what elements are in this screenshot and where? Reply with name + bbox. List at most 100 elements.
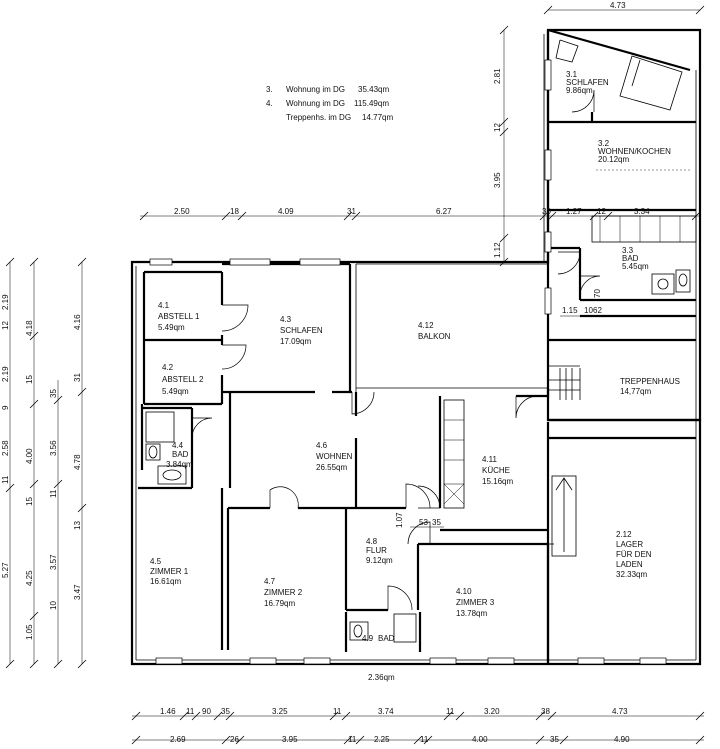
dim-bottom2-9: 4.90 <box>614 735 630 744</box>
summary-num-1: 3. <box>266 85 273 94</box>
room-4-2-number: 4.2 <box>162 363 174 372</box>
dim-bottom2-4: 11 <box>348 735 357 744</box>
dim-left3-2: 3.56 <box>49 440 58 456</box>
room-3-3-area: 5.45qm <box>622 262 649 271</box>
room-4-6-area: 26.55qm <box>316 463 347 472</box>
dim-bottom2-1: 2.69 <box>170 735 186 744</box>
dim-bottom2-6: 11 <box>420 735 429 744</box>
dim-bad-62: 62 <box>593 306 602 315</box>
dim-bottom1-3: 90 <box>202 707 211 716</box>
room-4-1-name: ABSTELL 1 <box>158 312 200 321</box>
room-4-6-name: WOHNEN <box>316 452 353 461</box>
room-4-10-number: 4.10 <box>456 587 472 596</box>
area-summary: 3. Wohnung im DG 35.43qm 4. Wohnung im D… <box>266 85 393 122</box>
dim-bottom2-5: 2.25 <box>374 735 390 744</box>
dim-bottom1-1: 1.46 <box>160 707 176 716</box>
room-4-9-number: 4.9 <box>362 634 374 643</box>
dim-vert-right-3: 3.95 <box>493 172 502 188</box>
room-4-7-number: 4.7 <box>264 577 276 586</box>
room-4-11-number: 4.11 <box>482 455 498 464</box>
dim-bad-115: 1.15 <box>562 306 578 315</box>
dim-bottom1-10: 38 <box>541 707 550 716</box>
room-4-9-name: BAD <box>378 634 395 643</box>
room-3-2-number: 3.2 <box>598 139 610 148</box>
dim-left2-1: 12 <box>1 321 10 330</box>
dim-left2b-3: 9 <box>1 405 10 410</box>
dim-left2-4: 4.00 <box>25 448 34 464</box>
room-4-2-area: 5.49qm <box>162 387 189 396</box>
room-4-5-name: ZIMMER 1 <box>150 567 189 576</box>
room-4-4-number: 4.4 <box>172 441 184 450</box>
dim-bottom2-8: 35 <box>550 735 559 744</box>
summary-label-2: Wohnung im DG <box>286 99 345 108</box>
room-3-2-area: 20.12qm <box>598 155 629 164</box>
room-4-8-number: 4.8 <box>366 537 378 546</box>
dim-left4-4: 13 <box>73 521 82 530</box>
room-4-12-name: BALKON <box>418 332 451 341</box>
doors <box>191 89 601 611</box>
dim-left4-2: 31 <box>73 373 82 382</box>
stairwell-name: TREPPENHAUS <box>620 377 680 386</box>
room-4-6-number: 4.6 <box>316 441 328 450</box>
dim-bottom2-3: 3.95 <box>282 735 298 744</box>
summary-value-3: 14.77qm <box>362 113 393 122</box>
dim-bottom1-7: 3.74 <box>378 707 394 716</box>
room-3-3-name: BAD <box>622 254 639 263</box>
dim-bottom1-9: 3.20 <box>484 707 500 716</box>
dim-vert-right-4: 1.12 <box>493 242 502 258</box>
dim-bad-70: 70 <box>593 289 602 298</box>
room-2-12-number: 2.12 <box>616 530 632 539</box>
room-4-7-area: 16.79qm <box>264 599 295 608</box>
dimension-lines: 4.73 2.50 18 4.09 31 6.27 30 1.27 12 3.3… <box>1 1 705 745</box>
room-2-12-name-3: LADEN <box>616 560 643 569</box>
room-4-4-area: 3.84qm <box>166 460 193 469</box>
room-labels: 3.1 SCHLAFEN 9.86qm 3.2 WOHNEN/KOCHEN 20… <box>150 70 680 682</box>
windows <box>149 59 667 665</box>
dim-top-3: 4.09 <box>278 207 294 216</box>
summary-value-2: 115.49qm <box>354 99 389 108</box>
dim-left2-6: 10 <box>49 601 58 610</box>
room-4-1-number: 4.1 <box>158 301 170 310</box>
room-2-12-area: 32.33qm <box>616 570 647 579</box>
dim-bad-10: 10 <box>584 306 593 315</box>
dim-vert-right-2: 12 <box>493 123 502 132</box>
dim-left1-2: 4.25 <box>25 570 34 586</box>
room-4-5-number: 4.5 <box>150 557 162 566</box>
summary-value-1: 35.43qm <box>358 85 389 94</box>
summary-num-2: 4. <box>266 99 273 108</box>
dim-bottom1-6: 11 <box>333 707 342 716</box>
interior-walls <box>138 112 696 664</box>
dim-left2-3: 15 <box>25 375 34 384</box>
dim-top-7: 1.27 <box>566 207 582 216</box>
room-4-11-name: KÜCHE <box>482 466 510 475</box>
dim-bottom2-2: 26 <box>230 735 239 744</box>
dim-top-4: 31 <box>347 207 356 216</box>
room-4-2-name: ABSTELL 2 <box>162 375 204 384</box>
dim-left2-2: 4.18 <box>25 320 34 336</box>
dim-left2-5: 15 <box>25 497 34 506</box>
room-4-12-number: 4.12 <box>418 321 434 330</box>
room-4-10-area: 13.78qm <box>456 609 487 618</box>
dim-top-right: 4.73 <box>610 1 626 10</box>
dim-left2b-4: 2.58 <box>1 440 10 456</box>
room-4-3-name: SCHLAFEN <box>280 326 323 335</box>
room-3-1-area: 9.86qm <box>566 86 593 95</box>
room-4-3-number: 4.3 <box>280 315 292 324</box>
room-4-8-area: 9.12qm <box>366 556 393 565</box>
dim-left3-4: 3.57 <box>49 554 58 570</box>
room-3-3-number: 3.3 <box>622 246 634 255</box>
dim-bottom2-7: 4.00 <box>472 735 488 744</box>
dim-left4-3: 4.78 <box>73 454 82 470</box>
room-4-10-name: ZIMMER 3 <box>456 598 495 607</box>
room-4-1-area: 5.49qm <box>158 323 185 332</box>
dim-bottom1-2: 11 <box>186 707 195 716</box>
dim-left3-3: 11 <box>49 489 58 498</box>
dim-top-6: 30 <box>542 207 551 216</box>
dim-kuche-107: 1.07 <box>395 512 404 528</box>
room-3-1-number: 3.1 <box>566 70 578 79</box>
room-4-8-name: FLUR <box>366 546 387 555</box>
room-4-11-area: 15.16qm <box>482 477 513 486</box>
room-4-7-name: ZIMMER 2 <box>264 588 303 597</box>
room-4-5-area: 16.61qm <box>150 577 181 586</box>
room-3-2-name: WOHNEN/KOCHEN <box>598 147 671 156</box>
